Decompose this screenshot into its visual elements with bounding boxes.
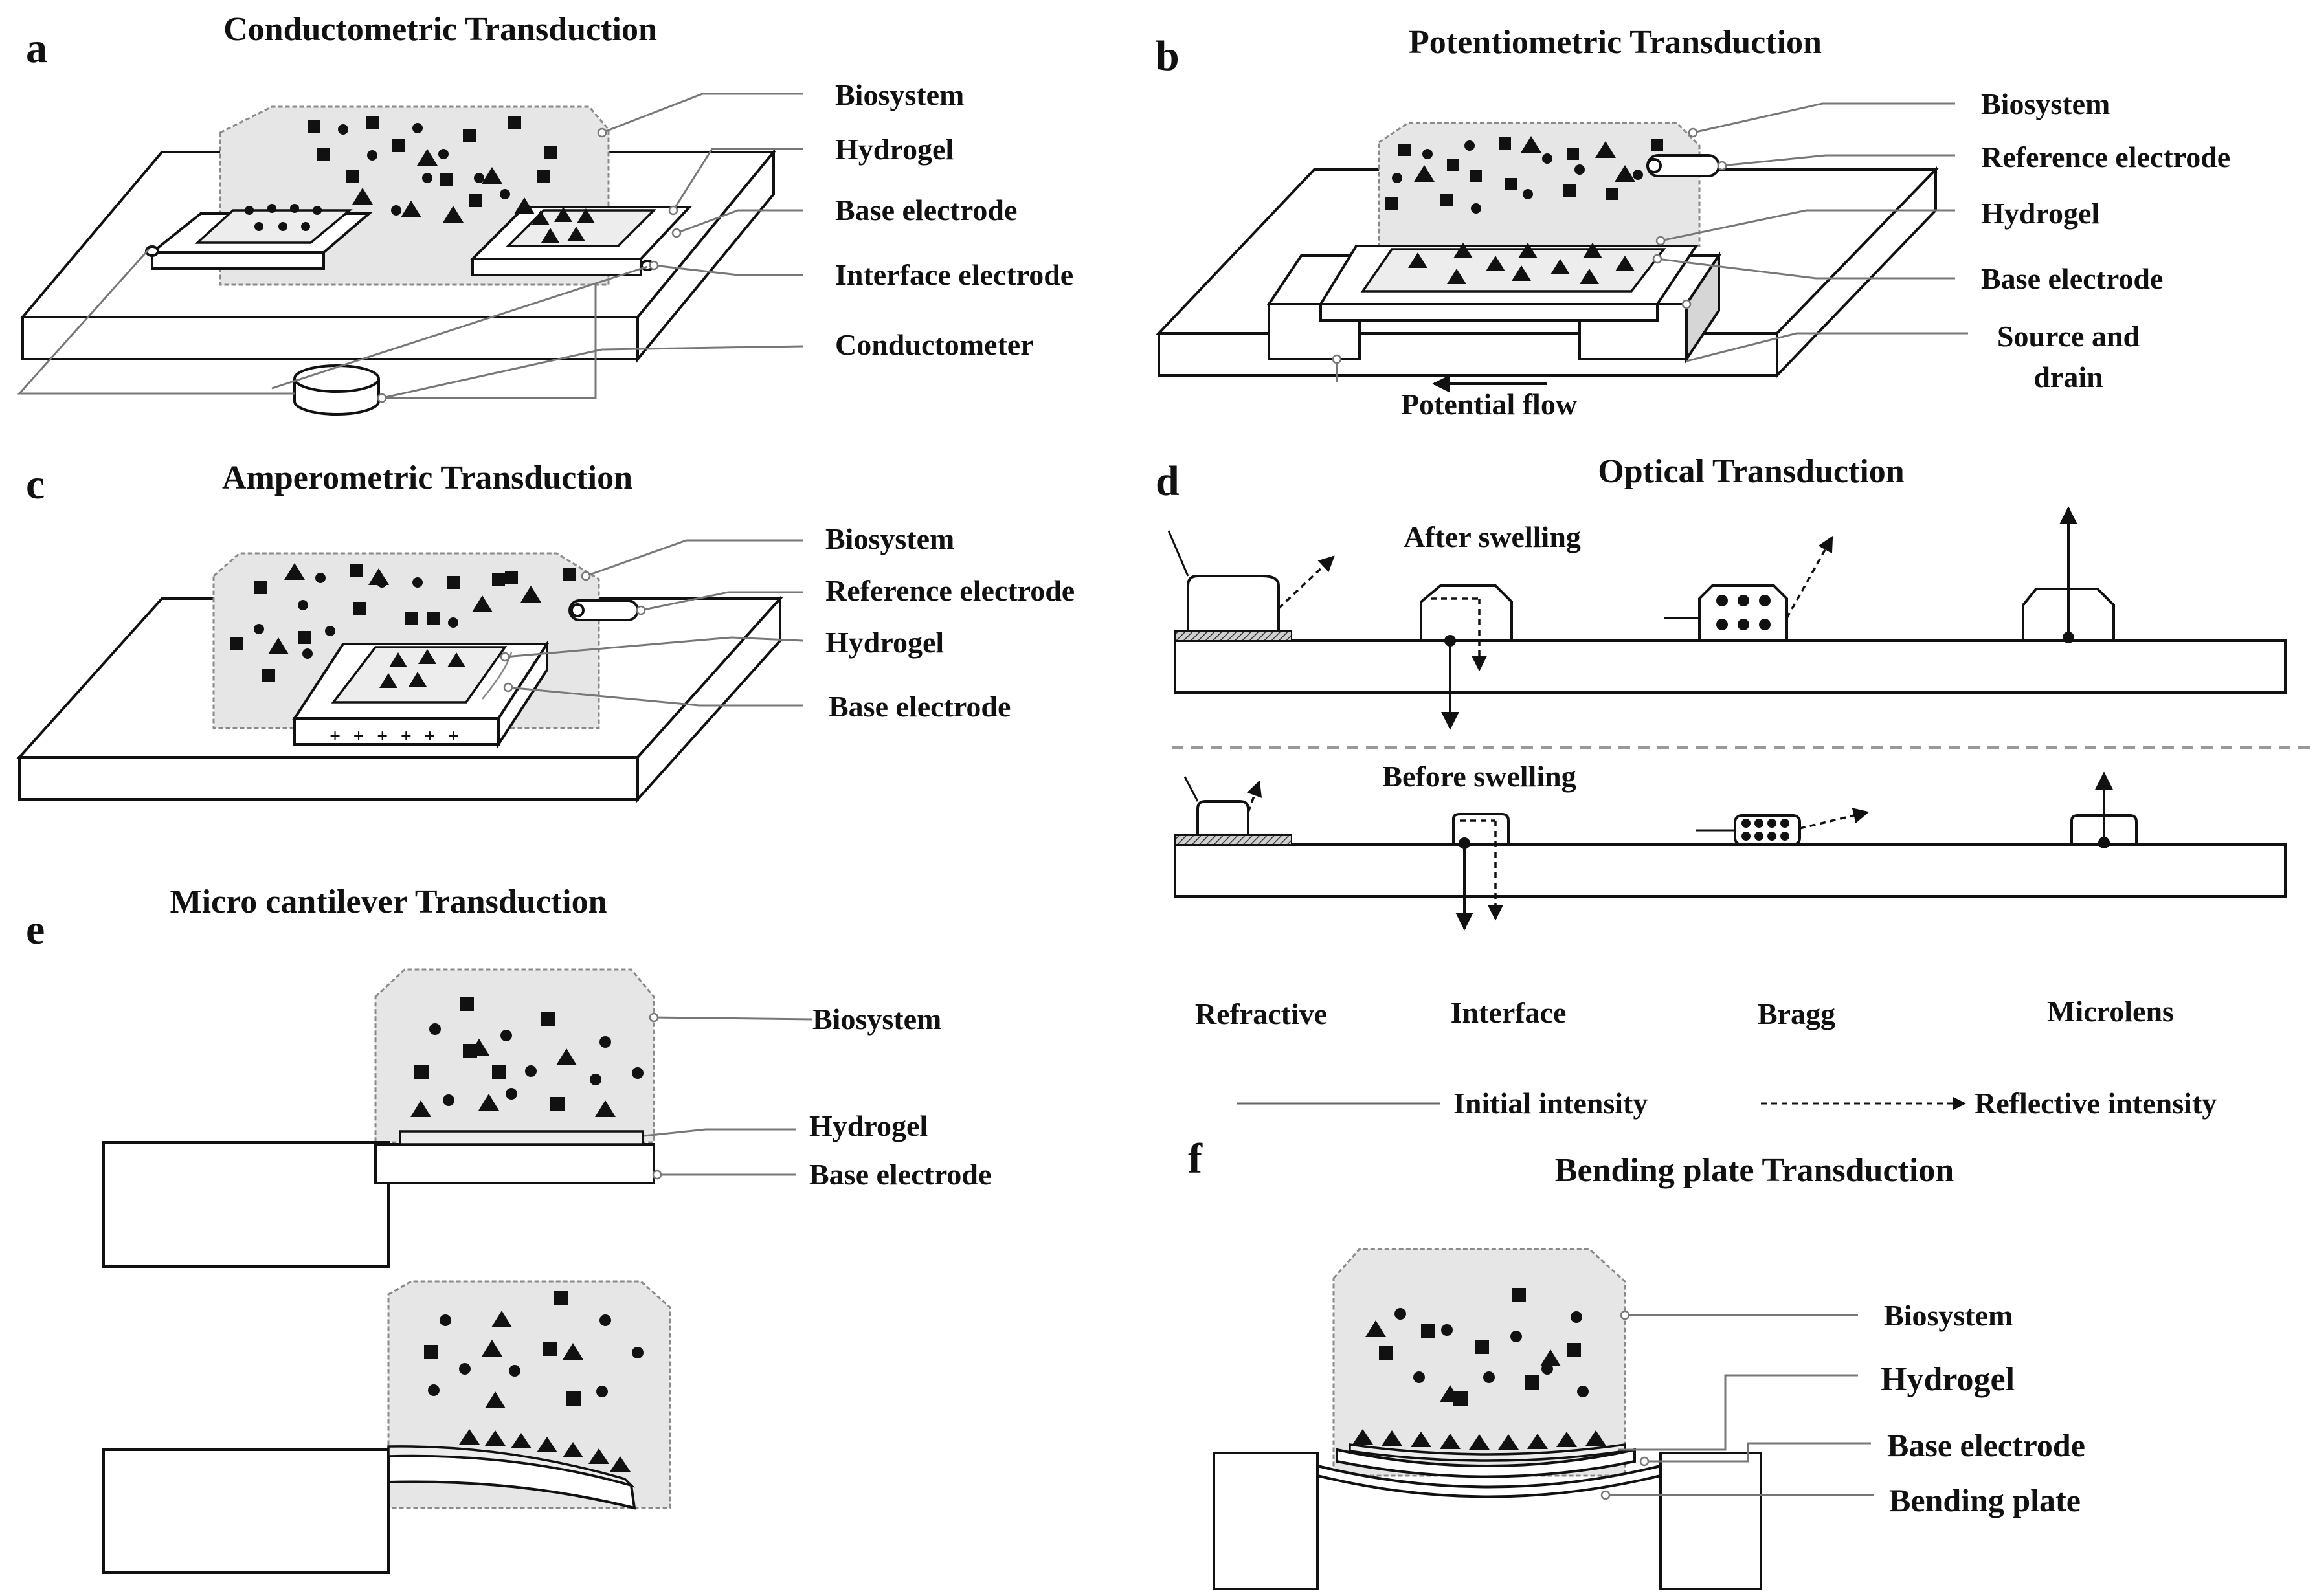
base-electrode-right bbox=[469, 206, 693, 276]
panel-e-title: Micro cantilever Transduction bbox=[170, 883, 607, 920]
labels-c: Biosystem Reference electrode Hydrogel B… bbox=[825, 522, 1075, 723]
label-base-electrode: Base electrode bbox=[835, 194, 1017, 227]
reference-electrode-c bbox=[568, 599, 639, 621]
label-biosystem-b: Biosystem bbox=[1981, 87, 2110, 120]
base-electrode-left bbox=[148, 209, 373, 270]
leader-lines-a bbox=[377, 93, 803, 403]
circuit-wires-a bbox=[17, 248, 648, 399]
panel-c-letter: c bbox=[26, 461, 45, 508]
leader-lines-f bbox=[1600, 1310, 1874, 1500]
biosystem-molecules-a bbox=[245, 116, 595, 243]
label-hydrogel-f: Hydrogel bbox=[1881, 1361, 2015, 1398]
labels-e: Biosystem Hydrogel Base electrode bbox=[809, 1003, 991, 1191]
labels-b: Biosystem Reference electrode Hydrogel B… bbox=[1981, 87, 2230, 393]
reference-electrode-b bbox=[1646, 154, 1720, 177]
biosystem-molecules-e2 bbox=[424, 1291, 644, 1472]
label-bending-plate: Bending plate bbox=[1889, 1482, 2081, 1518]
label-refractive: Refractive bbox=[1195, 997, 1327, 1030]
hydrogel-left bbox=[194, 209, 353, 244]
legend-d: Initial intensity Reflective intensity bbox=[1237, 1087, 2217, 1120]
cantilever-flat bbox=[102, 968, 813, 1268]
label-hydrogel: Hydrogel bbox=[835, 133, 954, 166]
label-drain: drain bbox=[2033, 360, 2103, 393]
label-hydrogel-b: Hydrogel bbox=[1981, 197, 2099, 230]
label-source-and: Source and bbox=[1997, 320, 2140, 353]
panel-e-letter: e bbox=[26, 906, 45, 953]
panel-b: b Potentiometric Transduction bbox=[1156, 24, 2230, 421]
legend-reflective-intensity: Reflective intensity bbox=[1975, 1087, 2217, 1120]
left-support bbox=[1213, 1452, 1319, 1590]
label-base-electrode-e: Base electrode bbox=[809, 1158, 991, 1191]
hydrogel-e1 bbox=[399, 1130, 644, 1146]
label-interface-electrode: Interface electrode bbox=[835, 258, 1073, 291]
panel-c: c Amperometric Transduction + + + + + + bbox=[16, 460, 1075, 803]
panel-a-letter: a bbox=[26, 25, 47, 72]
panel-c-title: Amperometric Transduction bbox=[222, 460, 632, 496]
label-microlens: Microlens bbox=[2047, 995, 2174, 1028]
conductometer bbox=[293, 364, 380, 416]
label-hydrogel-e: Hydrogel bbox=[809, 1109, 928, 1142]
panel-a: a Conductometric Transduction bbox=[17, 11, 1073, 416]
label-reference-electrode-b: Reference electrode bbox=[1981, 140, 2230, 173]
biosystem-molecules-e1 bbox=[410, 997, 644, 1117]
panel-f-letter: f bbox=[1188, 1135, 1203, 1182]
panel-b-letter: b bbox=[1156, 32, 1180, 80]
base-electrode-f bbox=[1336, 1448, 1636, 1478]
panel-d: d Optical Transduction After swelling bbox=[1156, 453, 2311, 1120]
label-base-electrode-b: Base electrode bbox=[1981, 262, 2163, 295]
bending-plate bbox=[1316, 1464, 1662, 1498]
legend-initial-intensity: Initial intensity bbox=[1453, 1087, 1648, 1120]
method-labels: Refractive Interface Bragg Microlens bbox=[1195, 995, 2174, 1030]
hydrogel-f bbox=[1349, 1443, 1626, 1462]
after-swelling-row bbox=[1167, 506, 2287, 730]
label-reference-electrode-c: Reference electrode bbox=[825, 574, 1075, 607]
leader-lines-b bbox=[1332, 102, 1968, 382]
label-biosystem-f: Biosystem bbox=[1884, 1299, 2013, 1332]
biosystem-molecules-c bbox=[230, 563, 576, 688]
label-before-swelling: Before swelling bbox=[1382, 760, 1576, 793]
label-biosystem-c: Biosystem bbox=[825, 522, 954, 555]
potential-flow-arrow: Potential flow bbox=[1401, 375, 1577, 421]
panel-d-letter: d bbox=[1156, 458, 1180, 505]
label-conductometer: Conductometer bbox=[835, 328, 1034, 361]
label-biosystem: Biosystem bbox=[835, 78, 964, 111]
biosystem-molecules-b bbox=[1385, 136, 1663, 284]
right-support bbox=[1659, 1452, 1762, 1590]
panel-d-title: Optical Transduction bbox=[1598, 453, 1904, 490]
labels-a: Biosystem Hydrogel Base electrode Interf… bbox=[835, 78, 1073, 361]
labels-f: Biosystem Hydrogel Base electrode Bendin… bbox=[1881, 1299, 2085, 1518]
label-after-swelling: After swelling bbox=[1404, 520, 1581, 553]
label-biosystem-e: Biosystem bbox=[812, 1003, 941, 1036]
label-interface: Interface bbox=[1451, 996, 1567, 1029]
cantilever-support-e2 bbox=[102, 1448, 390, 1574]
base-electrode-c: + + + + + + bbox=[292, 639, 550, 749]
panel-e: e Micro cantilever Transduction bbox=[26, 883, 991, 1574]
leader-lines-c bbox=[500, 539, 803, 707]
panel-f-title: Bending plate Transduction bbox=[1555, 1152, 1954, 1189]
biosystem-region-f bbox=[1332, 1248, 1626, 1477]
panel-b-title: Potentiometric Transduction bbox=[1409, 24, 1822, 61]
label-base-electrode-f: Base electrode bbox=[1887, 1427, 2085, 1463]
panel-a-title: Conductometric Transduction bbox=[223, 11, 657, 48]
base-electrode-b bbox=[1318, 245, 1699, 322]
label-bragg: Bragg bbox=[1758, 997, 1835, 1030]
charge-signs: + + + + + + bbox=[330, 726, 463, 747]
cantilever-support-e1 bbox=[102, 1141, 390, 1268]
biosystem-molecules-f bbox=[1352, 1288, 1606, 1450]
before-swelling-row bbox=[1174, 771, 2287, 931]
base-electrode-e1 bbox=[374, 1143, 655, 1184]
label-potential-flow: Potential flow bbox=[1401, 388, 1577, 421]
cantilever-bent bbox=[102, 1280, 671, 1574]
panel-f: f Bending plate Transduction Biosyste bbox=[1188, 1135, 2085, 1590]
hydrogel-e2 bbox=[387, 1445, 636, 1488]
label-hydrogel-c: Hydrogel bbox=[825, 626, 944, 659]
label-base-electrode-c: Base electrode bbox=[829, 690, 1011, 723]
